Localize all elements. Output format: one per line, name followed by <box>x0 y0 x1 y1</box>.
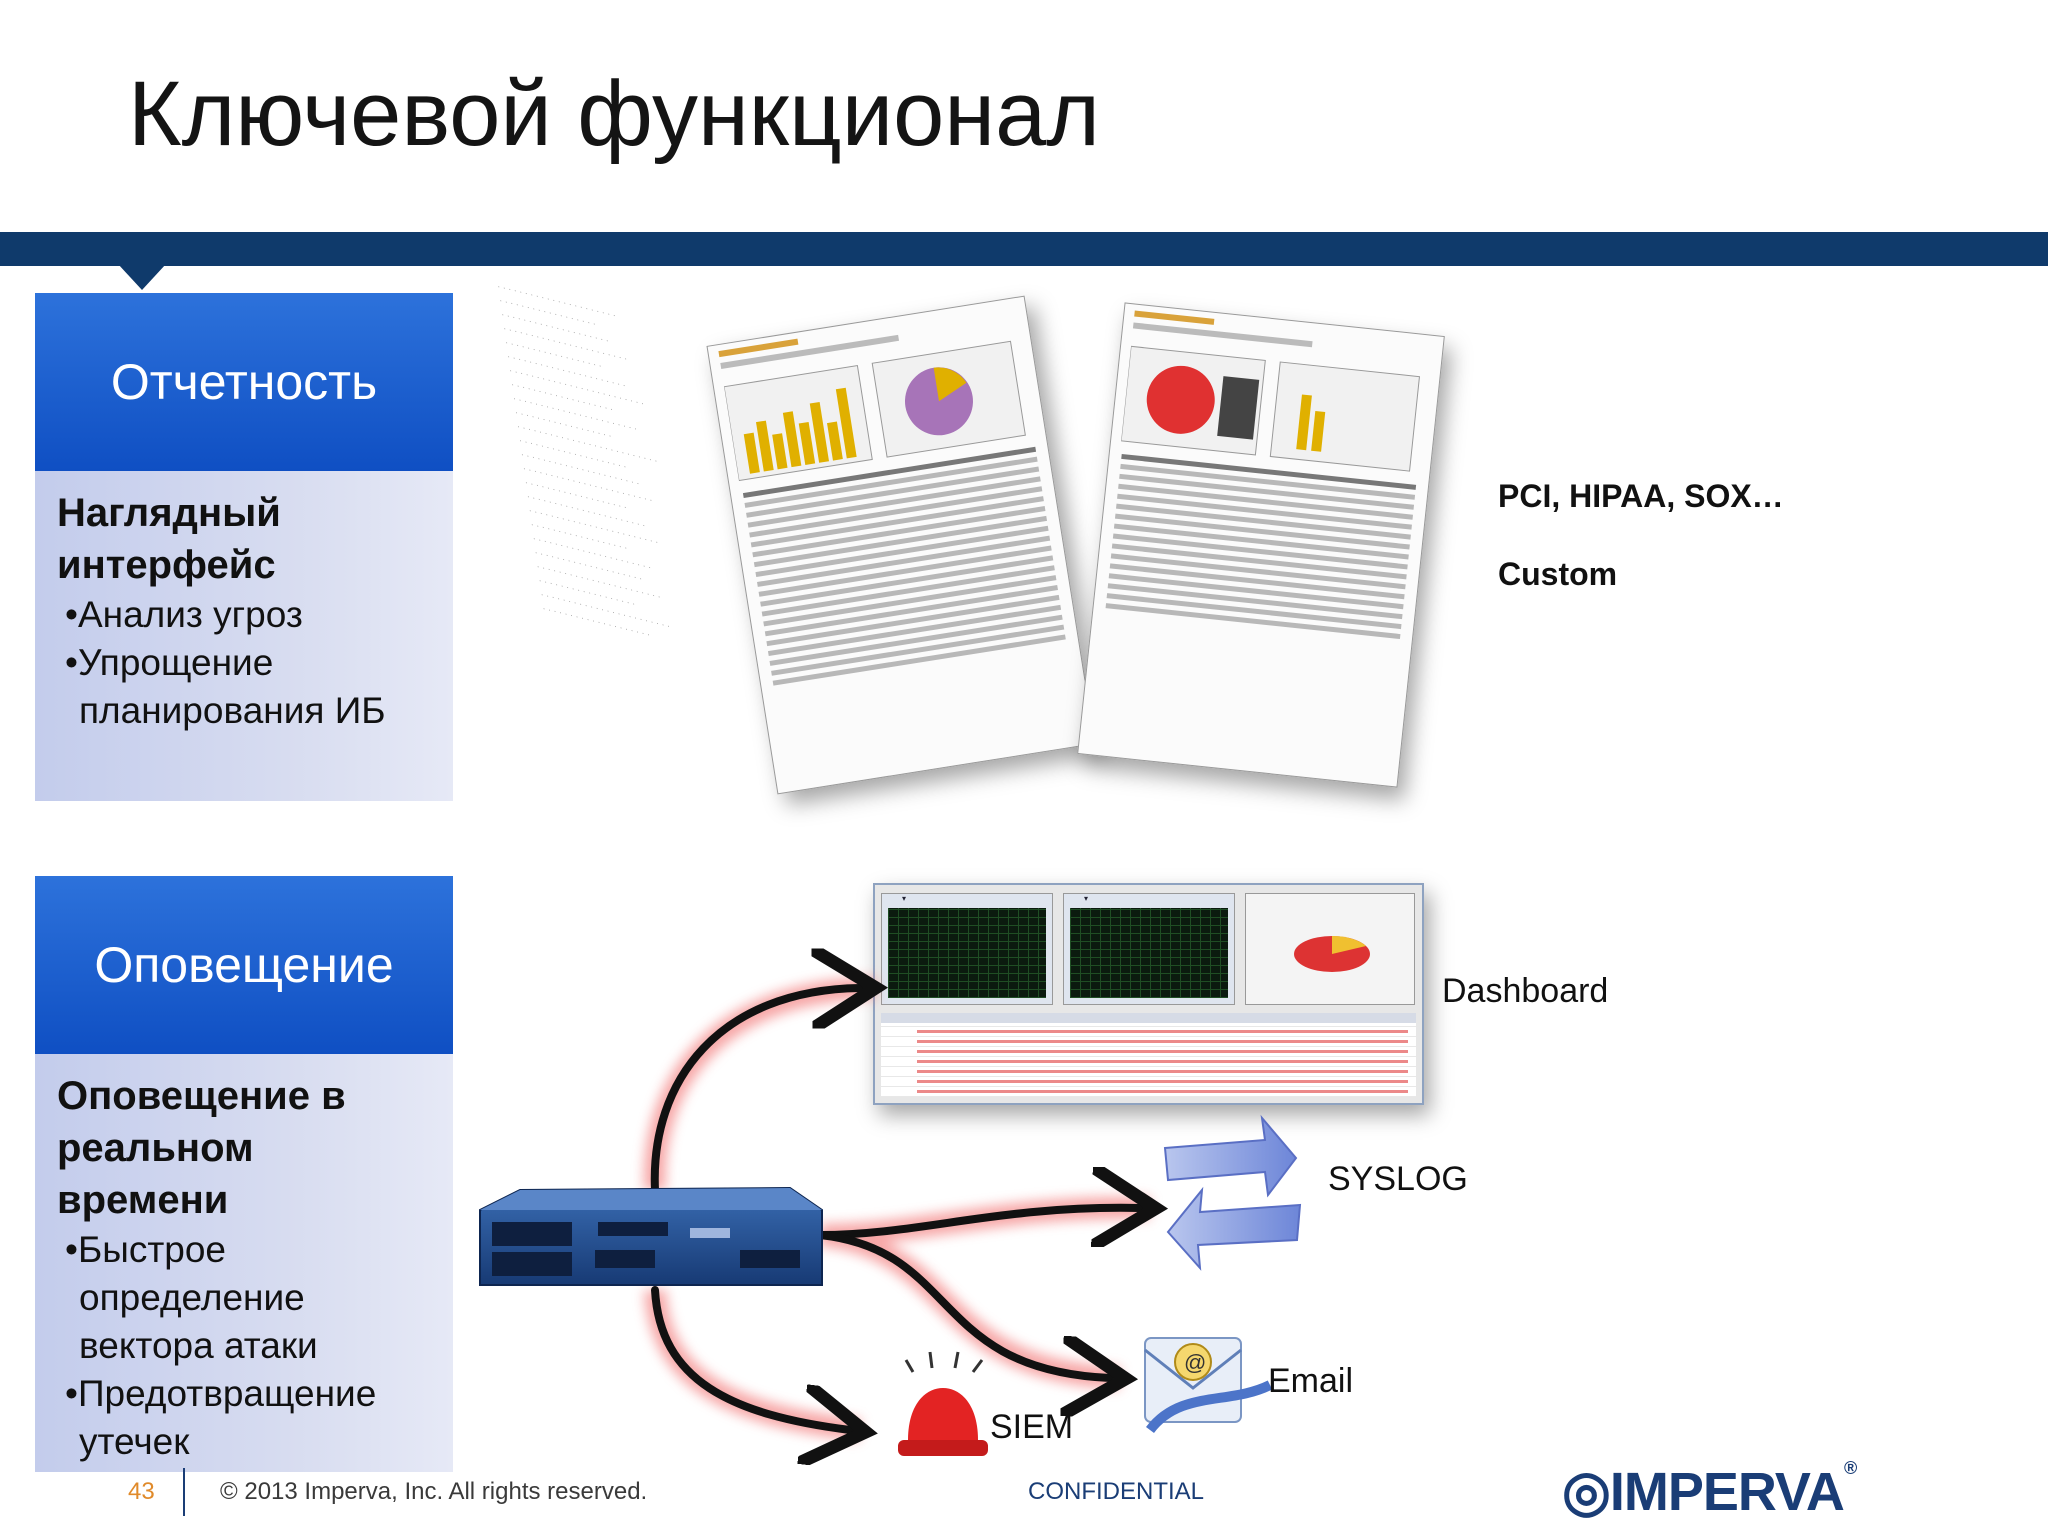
imperva-logo-mark-icon: ◎ <box>1562 1459 1611 1522</box>
header-band-notch <box>118 264 166 290</box>
header-band <box>0 232 2048 266</box>
report-document-2-image <box>1077 302 1445 788</box>
reporting-card-body: Наглядный интерфейс •Анализ угроз •Упрощ… <box>35 471 453 801</box>
alerting-bullet-1: •Быстрое определение вектора атаки <box>65 1229 318 1366</box>
reporting-card-title: Наглядный интерфейс <box>57 491 281 587</box>
custom-label: Custom <box>1498 556 1618 592</box>
alerts-table-image <box>881 1013 1416 1097</box>
reporting-bullet-2: •Упрощение планирования ИБ <box>65 642 386 731</box>
alerting-card: Оповещение Оповещение в реальном времени… <box>35 876 453 1472</box>
dashboard-screenshot: ▾ ▾ <box>873 883 1424 1105</box>
imperva-logo-text: IMPERVA <box>1609 1462 1845 1522</box>
alerting-bullet-2: •Предотвращение утечек <box>65 1373 377 1462</box>
reporting-card-header: Отчетность <box>35 293 453 471</box>
registered-mark-icon: ® <box>1843 1458 1857 1478</box>
footer-divider <box>183 1468 185 1516</box>
gateway-appliance-image <box>479 1186 823 1286</box>
standards-label: PCI, HIPAA, SOX… <box>1498 478 1784 514</box>
syslog-arrows-icon <box>1163 1114 1302 1271</box>
email-label: Email <box>1268 1362 1354 1400</box>
report-document-1-image <box>706 295 1096 795</box>
email-envelope-icon: @ <box>1144 1337 1273 1434</box>
page-number: 43 <box>128 1478 155 1505</box>
alerting-card-body: Оповещение в реальном времени •Быстрое о… <box>35 1054 453 1472</box>
confidential-label: CONFIDENTIAL <box>1028 1478 1205 1505</box>
alerting-card-header: Оповещение <box>35 876 453 1054</box>
dashboard-label: Dashboard <box>1442 972 1609 1010</box>
siem-label: SIEM <box>990 1408 1074 1446</box>
svg-text:@: @ <box>1184 1350 1206 1375</box>
siem-alarm-icon <box>898 1351 988 1456</box>
imperva-logo: ◎IMPERVA® <box>1562 1458 1857 1524</box>
slide-title: Ключевой функционал <box>128 63 1100 165</box>
syslog-label: SYSLOG <box>1328 1160 1468 1198</box>
copyright-text: © 2013 Imperva, Inc. All rights reserved… <box>220 1478 648 1505</box>
reporting-card: Отчетность Наглядный интерфейс •Анализ у… <box>35 293 453 801</box>
alerting-card-title: Оповещение в реальном времени <box>57 1074 346 1222</box>
reporting-bullet-1: •Анализ угроз <box>65 594 303 635</box>
